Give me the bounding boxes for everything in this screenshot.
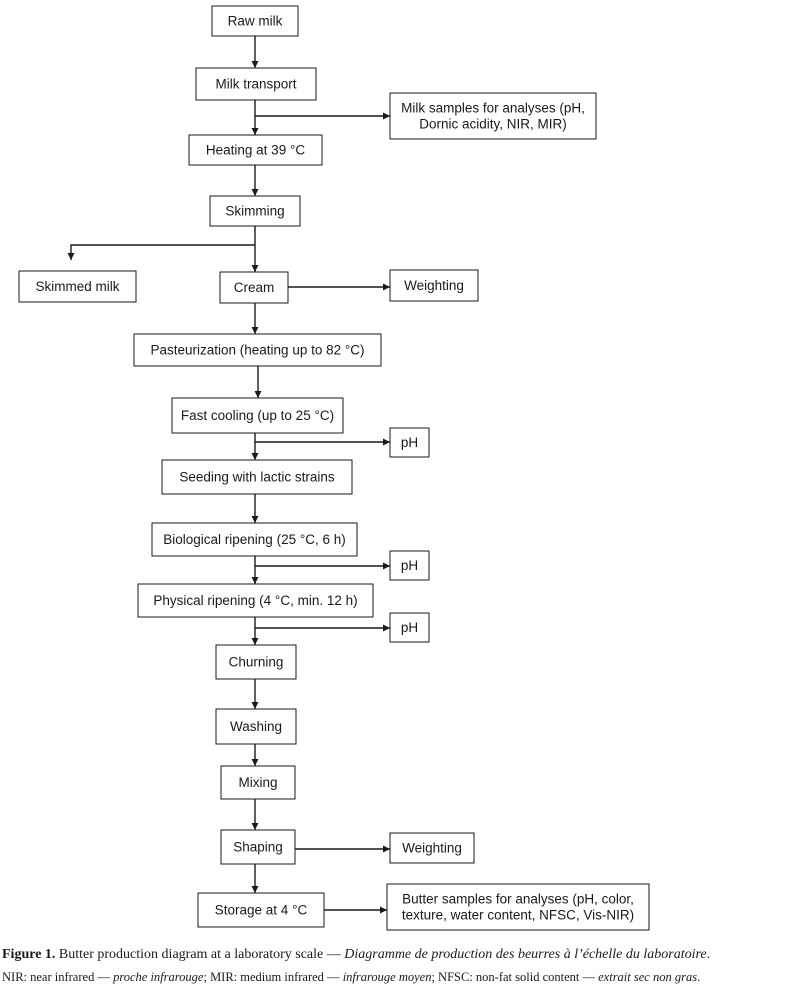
node-ph-2: pH	[389, 550, 430, 581]
node-box	[389, 92, 597, 140]
node-box	[220, 829, 296, 865]
node-label: Seeding with lactic strains	[179, 470, 335, 485]
edge-skimming-to-skimmed-milk	[67, 244, 255, 260]
node-box	[219, 271, 289, 304]
node-box	[133, 333, 382, 367]
node-milk-transport: Milk transport	[195, 67, 317, 101]
node-label: Biological ripening (25 °C, 6 h)	[163, 532, 346, 547]
node-washing: Washing	[215, 708, 297, 745]
node-label: pH	[401, 558, 418, 573]
node-box	[171, 397, 344, 434]
node-label: Milk transport	[215, 77, 296, 92]
note-nir-french: proche infrarouge	[113, 970, 204, 984]
note-mir-french: infrarouge moyen	[342, 970, 432, 984]
node-label: Weighting	[402, 841, 462, 856]
node-label: Raw milk	[228, 14, 283, 29]
node-label: Milk samples for analyses (pH,	[401, 101, 585, 116]
figure-caption: Figure 1. Butter production diagram at a…	[2, 946, 786, 964]
node-label: pH	[401, 620, 418, 635]
node-mixing: Mixing	[220, 765, 296, 800]
node-box	[211, 5, 299, 37]
node-box	[197, 892, 325, 928]
node-box	[137, 583, 374, 618]
caption-end: .	[706, 947, 711, 962]
node-shaping: Shaping	[220, 829, 296, 865]
node-heating: Heating at 39 °C	[188, 134, 323, 166]
node-skimming: Skimming	[209, 195, 301, 227]
node-box	[389, 832, 475, 864]
node-label: Heating at 39 °C	[206, 143, 305, 158]
node-box	[220, 765, 296, 800]
node-storage: Storage at 4 °C	[197, 892, 325, 928]
node-pasteurization: Pasteurization (heating up to 82 °C)	[133, 333, 382, 367]
node-box	[215, 708, 297, 745]
node-churning: Churning	[215, 644, 297, 680]
node-box	[215, 644, 297, 680]
note-nfsc: ; NFSC: non-fat solid content —	[431, 970, 599, 984]
node-label: Cream	[234, 280, 275, 295]
node-cream: Cream	[219, 271, 289, 304]
node-label: Mixing	[238, 775, 277, 790]
node-box	[386, 883, 650, 931]
node-label: Fast cooling (up to 25 °C)	[181, 408, 334, 423]
node-label: Washing	[230, 719, 282, 734]
node-label: Weighting	[404, 278, 464, 293]
note-nfsc-french: extrait sec non gras	[598, 970, 698, 984]
note-mir: ; MIR: medium infrared —	[203, 970, 343, 984]
node-box	[161, 459, 353, 495]
node-skimmed-milk: Skimmed milk	[18, 270, 137, 303]
node-label: Pasteurization (heating up to 82 °C)	[150, 343, 364, 358]
node-fast-cooling: Fast cooling (up to 25 °C)	[171, 397, 344, 434]
node-label: Physical ripening (4 °C, min. 12 h)	[153, 593, 357, 608]
node-box	[389, 612, 430, 643]
node-weighting-2: Weighting	[389, 832, 475, 864]
node-label: Churning	[229, 655, 284, 670]
node-label: Shaping	[233, 840, 283, 855]
node-label: Butter samples for analyses (pH, color,	[402, 892, 634, 907]
node-weighting-1: Weighting	[389, 269, 479, 302]
node-phys-ripening: Physical ripening (4 °C, min. 12 h)	[137, 583, 374, 618]
node-milk-samples: Milk samples for analyses (pH,Dornic aci…	[389, 92, 597, 140]
note-end: .	[697, 970, 701, 984]
node-box	[389, 427, 430, 458]
node-box	[188, 134, 323, 166]
node-seeding: Seeding with lactic strains	[161, 459, 353, 495]
node-label: Storage at 4 °C	[215, 903, 308, 918]
flowchart-edges	[67, 36, 390, 914]
node-box	[195, 67, 317, 101]
node-box	[389, 269, 479, 302]
node-raw-milk: Raw milk	[211, 5, 299, 37]
node-ph-1: pH	[389, 427, 430, 458]
node-box	[389, 550, 430, 581]
note-nir: NIR: near infrared —	[2, 970, 114, 984]
node-label: texture, water content, NFSC, Vis-NIR)	[402, 908, 634, 923]
caption-text: Butter production diagram at a laborator…	[55, 947, 345, 962]
node-box	[151, 522, 358, 557]
node-label: pH	[401, 435, 418, 450]
caption-text-french: Diagramme de production des beurres à l’…	[344, 947, 707, 962]
node-label: Skimming	[225, 204, 284, 219]
figure-label: Figure 1.	[2, 947, 56, 962]
node-box	[209, 195, 301, 227]
node-bio-ripening: Biological ripening (25 °C, 6 h)	[151, 522, 358, 557]
node-box	[18, 270, 137, 303]
node-label: Dornic acidity, NIR, MIR)	[419, 117, 567, 132]
abbreviation-notes: NIR: near infrared — proche infrarouge; …	[2, 969, 786, 985]
node-butter-samples: Butter samples for analyses (pH, color,t…	[386, 883, 650, 931]
node-ph-3: pH	[389, 612, 430, 643]
node-label: Skimmed milk	[35, 279, 119, 294]
